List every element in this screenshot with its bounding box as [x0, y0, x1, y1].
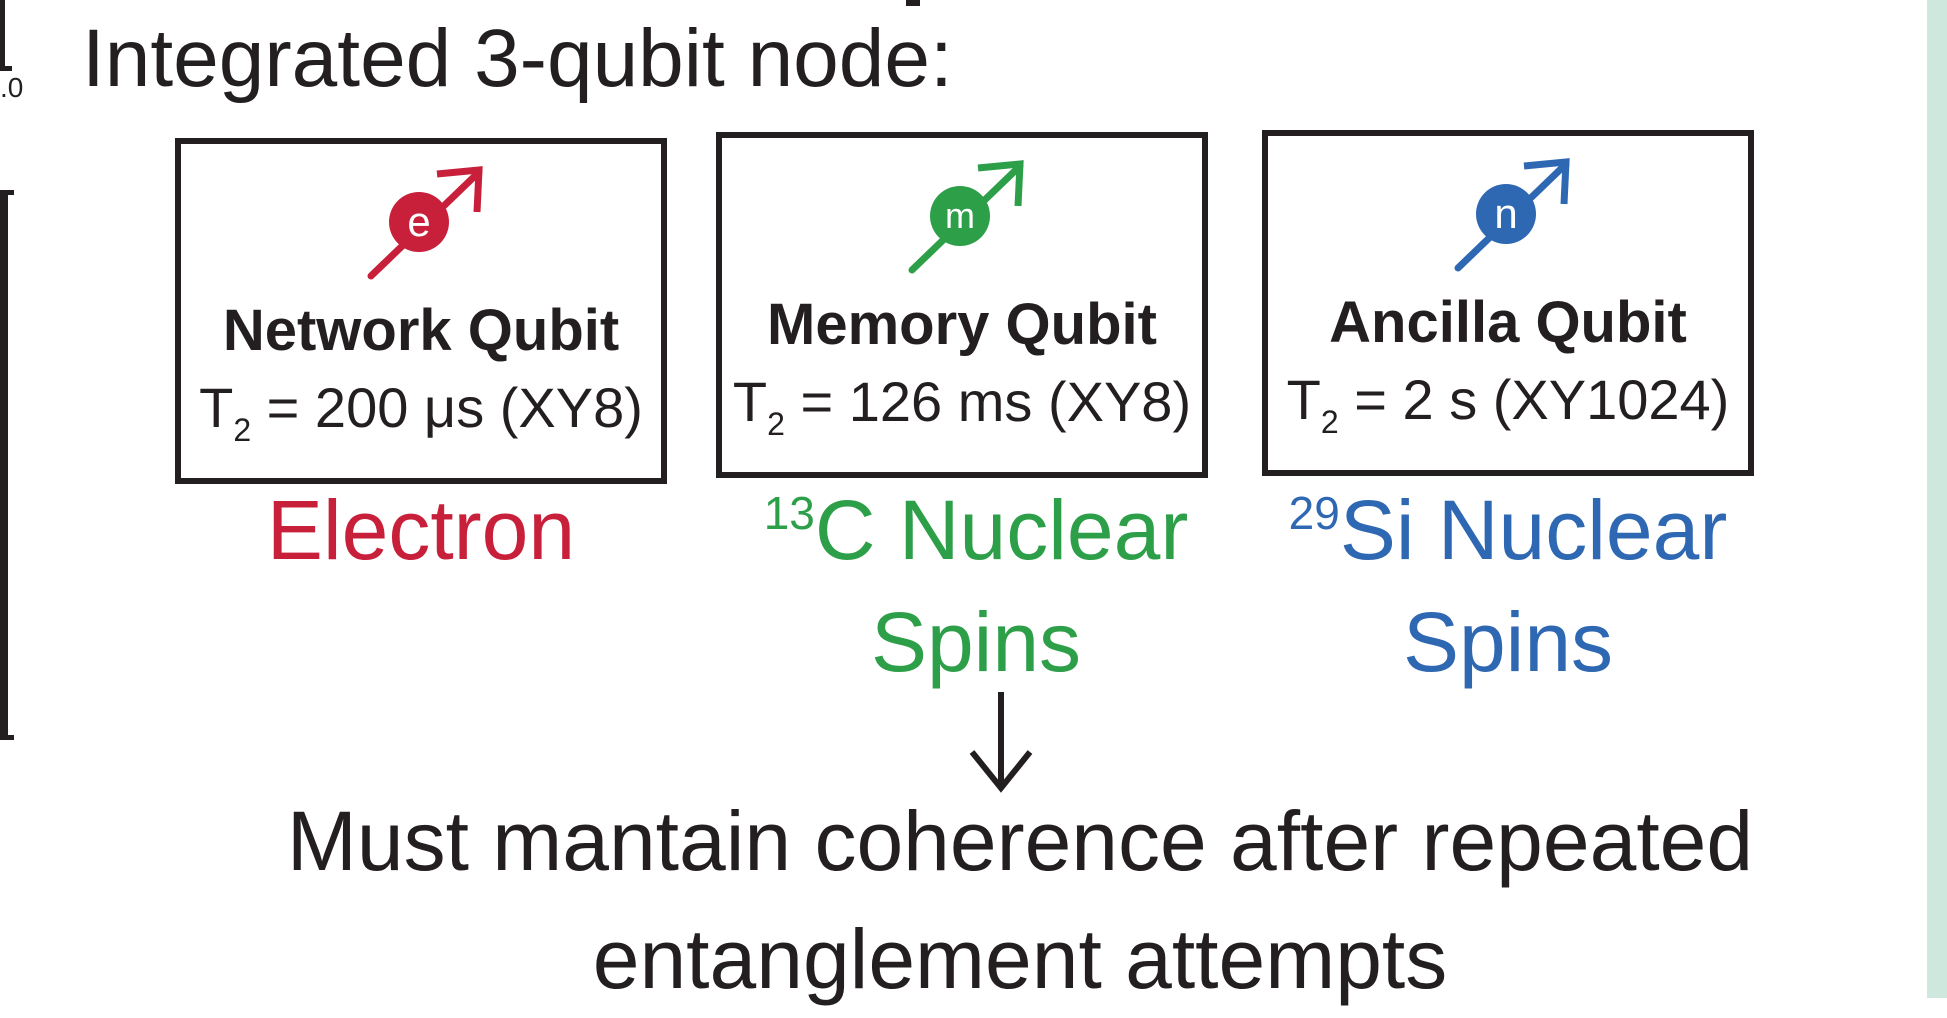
memory-qubit-box: m Memory Qubit T2 = 126 ms (XY8): [716, 132, 1208, 478]
electron-spin-icon: e: [367, 166, 483, 280]
ancilla-qubit-name: Ancilla Qubit: [1329, 290, 1687, 355]
t2-subscript: 2: [233, 412, 252, 448]
section-title: Integrated 3-qubit node:: [82, 13, 953, 104]
electron-symbol: e: [407, 198, 430, 245]
network-qubit-box: e Network Qubit T2 = 200 μs (XY8): [175, 138, 667, 484]
network-qubit-name: Network Qubit: [222, 298, 620, 363]
silicon-spin-icon: n: [1454, 158, 1570, 272]
top-fragment-glyph: [906, 0, 920, 6]
memory-symbol: m: [945, 195, 975, 236]
ancilla-qubit-t2: T2 = 2 s (XY1024): [1268, 372, 1748, 439]
t2-value: = 200 μs (XY8): [251, 376, 643, 439]
arrow-down-icon: [969, 692, 1033, 793]
network-qubit-t2: T2 = 200 μs (XY8): [181, 380, 661, 447]
silicon-species-label: 29Si Nuclear Spins: [1262, 474, 1754, 698]
coherence-requirement-text: Must mantain coherence after repeated en…: [286, 794, 1754, 1006]
species-name: Si Nuclear Spins: [1339, 483, 1728, 689]
left-fragment-bracket-foot: [0, 66, 12, 71]
left-fragment-frame-top: [0, 190, 14, 195]
memory-qubit-t2: T2 = 126 ms (XY8): [722, 374, 1202, 441]
species-isotope: 29: [1288, 487, 1340, 539]
species-name: Electron: [266, 483, 576, 577]
left-fragment-bracket: [0, 0, 5, 70]
carbon-species-label: 13C Nuclear Spins: [716, 474, 1236, 698]
t2-subscript: 2: [767, 406, 785, 442]
species-isotope: 13: [763, 487, 815, 539]
left-fragment-frame: [0, 190, 8, 740]
t2-value: = 126 ms (XY8): [784, 370, 1192, 433]
species-name: C Nuclear Spins: [814, 483, 1189, 689]
left-fragment-frame-bottom: [0, 735, 14, 740]
t2-value: = 2 s (XY1024): [1338, 368, 1730, 431]
t2-subscript: 2: [1320, 404, 1339, 440]
t2-symbol: T: [732, 370, 768, 433]
memory-qubit-name: Memory Qubit: [767, 292, 1157, 357]
carbon-spin-icon: m: [908, 160, 1024, 274]
t2-symbol: T: [199, 376, 234, 439]
ancilla-symbol: n: [1494, 190, 1517, 237]
ancilla-qubit-box: n Ancilla Qubit T2 = 2 s (XY1024): [1262, 130, 1754, 476]
left-fragment-label: .0: [0, 72, 24, 103]
t2-symbol: T: [1286, 368, 1321, 431]
electron-species-label: Electron: [175, 474, 667, 586]
right-edge-strip: [1927, 0, 1947, 998]
